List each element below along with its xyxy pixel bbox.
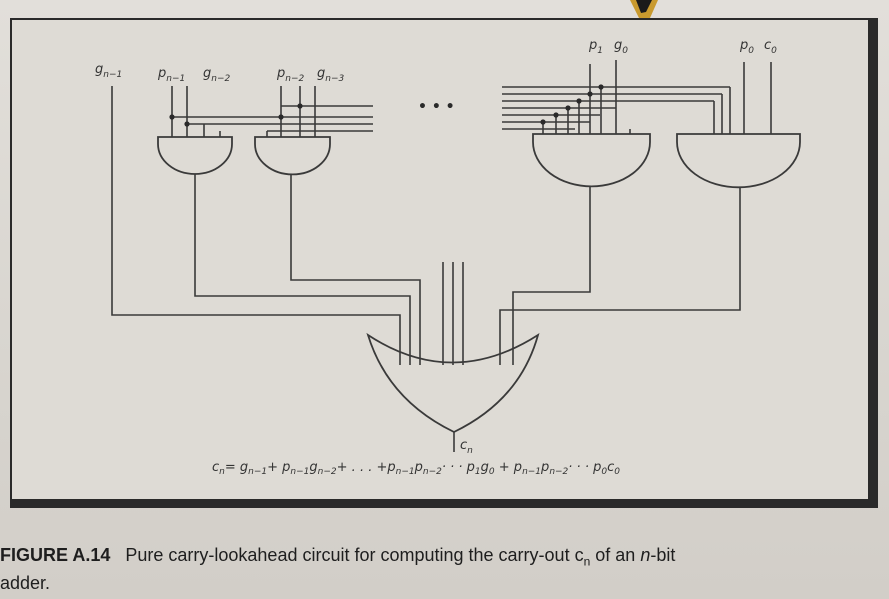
label-p-0: p0 [739,38,754,56]
ellipsis-dots: • • • [418,99,455,115]
label-g-n-3: gn−3 [317,66,345,84]
label-p-n-1: pn−1 [157,66,185,84]
and-gate-4 [676,133,801,189]
figure-number: FIGURE A.14 [0,545,111,565]
caption-sub: n [583,554,591,569]
label-c-n: cn [460,438,473,456]
pencil-tip-icon [630,0,658,20]
and-gate-2 [254,136,331,176]
caption-line-1: FIGURE A.14 Pure carry-lookahead circuit… [0,545,889,573]
caption-text-3: -bit [650,545,676,565]
caption-text-2: of an [590,545,641,565]
label-p-n-2: pn−2 [276,66,305,84]
and-gate-3 [532,133,651,188]
label-g-n-2: gn−2 [203,66,231,84]
carry-lookahead-diagram: gn−1 pn−1 gn−2 pn−2 gn−3 p1 g0 p0 c0 • •… [95,38,801,477]
carry-equation: cn= gn−1+ pn−1gn−2+ . . . +pn−1pn−2· · ·… [212,460,620,477]
label-g-0: g0 [614,38,628,56]
caption-text: Pure carry-lookahead circuit for computi… [125,545,584,565]
or-gate [366,332,540,434]
figure-caption: FIGURE A.14 Pure carry-lookahead circuit… [0,545,889,594]
label-p-1: p1 [588,38,603,56]
label-c-0: c0 [764,38,777,56]
caption-italic: n [640,545,651,565]
caption-line-2: adder. [0,572,51,593]
label-g-n-1: gn−1 [95,62,122,80]
and-gate-1 [157,136,233,175]
